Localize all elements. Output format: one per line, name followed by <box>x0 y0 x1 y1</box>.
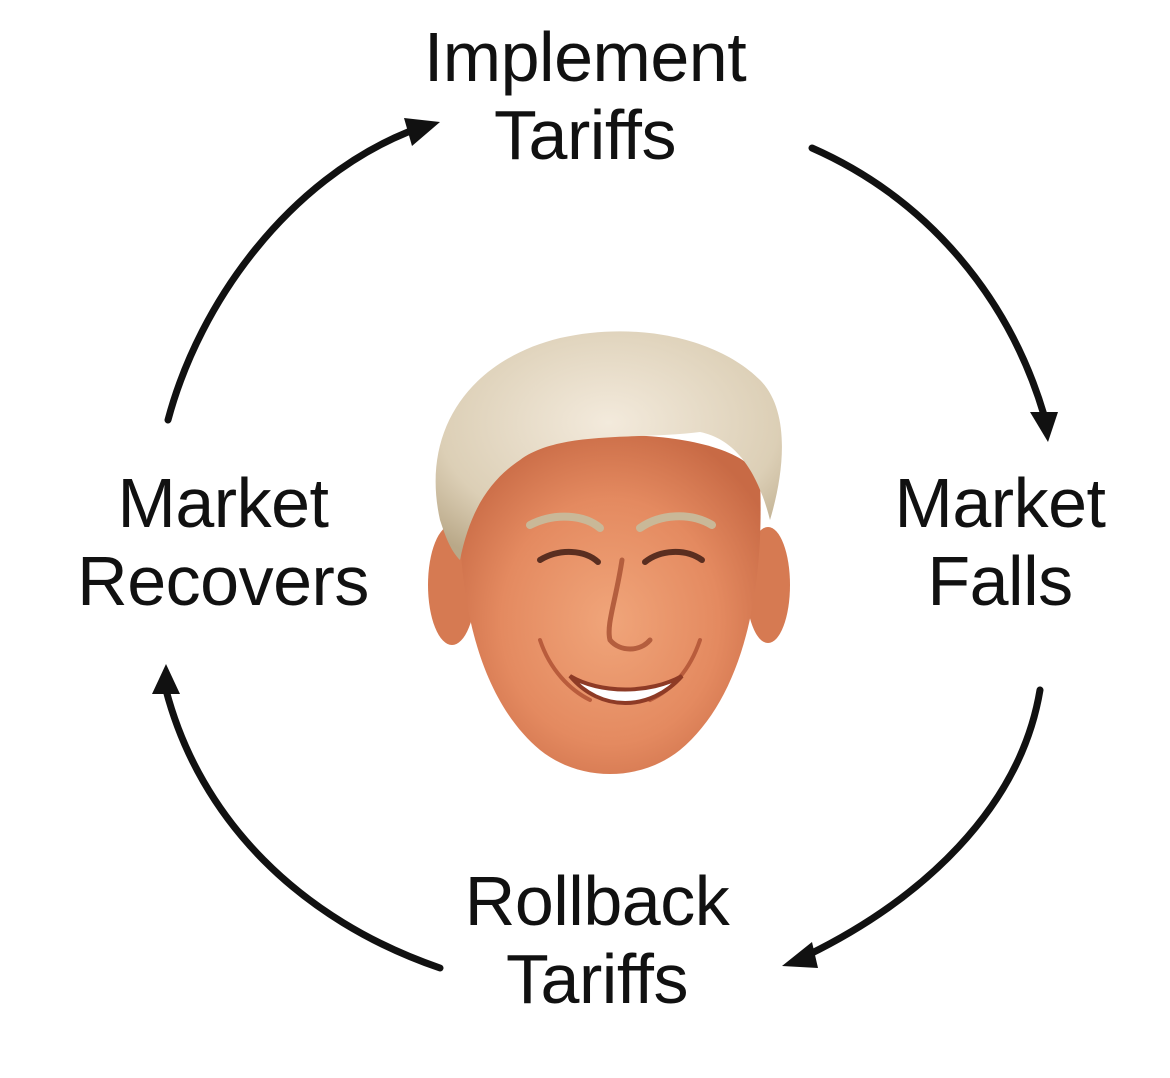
arrow-falls-to-rollback <box>804 686 1044 959</box>
node-market-recovers-line-1: Market <box>117 464 329 542</box>
node-rollback-tariffs-line-2: Tariffs <box>506 940 688 1018</box>
arrow-head-rollback-to-recovers <box>152 664 180 694</box>
arrow-recovers-to-implement <box>164 128 412 424</box>
node-implement-tariffs-line-2: Tariffs <box>494 96 676 174</box>
arrow-implement-to-falls <box>808 144 1048 419</box>
smiling-face-portrait <box>428 331 790 774</box>
arrow-rollback-to-recovers <box>162 686 444 972</box>
node-rollback-tariffs: Rollback Tariffs <box>464 862 730 1018</box>
node-implement-tariffs: Implement Tariffs <box>423 18 747 174</box>
node-market-falls-line-1: Market <box>894 464 1106 542</box>
node-rollback-tariffs-line-1: Rollback <box>464 862 730 940</box>
node-implement-tariffs-line-1: Implement <box>423 18 747 96</box>
node-market-falls-line-2: Falls <box>927 542 1073 620</box>
arrow-head-falls-to-rollback <box>782 942 818 968</box>
arrow-head-implement-to-falls <box>1030 412 1058 442</box>
arrow-head-recovers-to-implement <box>404 118 440 146</box>
node-market-falls: Market Falls <box>895 464 1106 620</box>
node-market-recovers: Market Recovers <box>77 464 369 620</box>
node-market-recovers-line-2: Recovers <box>77 542 369 620</box>
